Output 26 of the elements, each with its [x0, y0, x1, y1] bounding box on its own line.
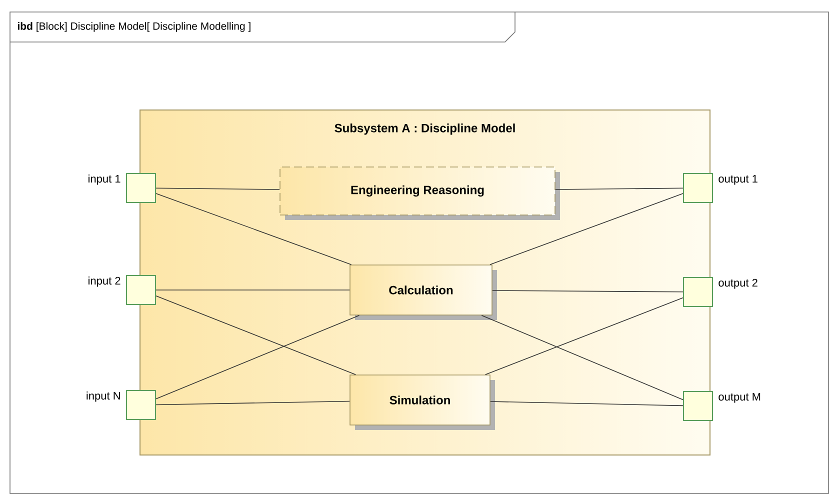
port-square — [683, 173, 713, 203]
port-square — [126, 390, 156, 420]
connector-line — [490, 193, 684, 265]
port-label: input 1 — [88, 174, 120, 185]
connector-line — [481, 315, 684, 400]
connector-line — [156, 400, 350, 406]
port-label: input N — [86, 392, 120, 402]
port-square — [683, 391, 713, 421]
port-label: output 1 — [718, 174, 758, 185]
part-box: Engineering Reasoning — [280, 166, 560, 220]
connector-line — [492, 290, 684, 292]
connector-line — [156, 188, 280, 190]
port-label: output 2 — [718, 278, 758, 289]
part-box: Simulation — [350, 374, 495, 430]
port-square — [126, 275, 156, 305]
connector-line — [484, 297, 684, 375]
part-box: Calculation — [350, 264, 497, 320]
connector-line — [555, 188, 684, 190]
port-square — [683, 277, 713, 307]
connector-line — [156, 315, 360, 400]
port-label: output M — [718, 392, 760, 403]
connector-line — [490, 401, 684, 406]
port-label: input 2 — [88, 276, 120, 287]
connector-line — [156, 193, 352, 265]
connector-line — [156, 296, 356, 375]
port-square — [126, 173, 156, 203]
